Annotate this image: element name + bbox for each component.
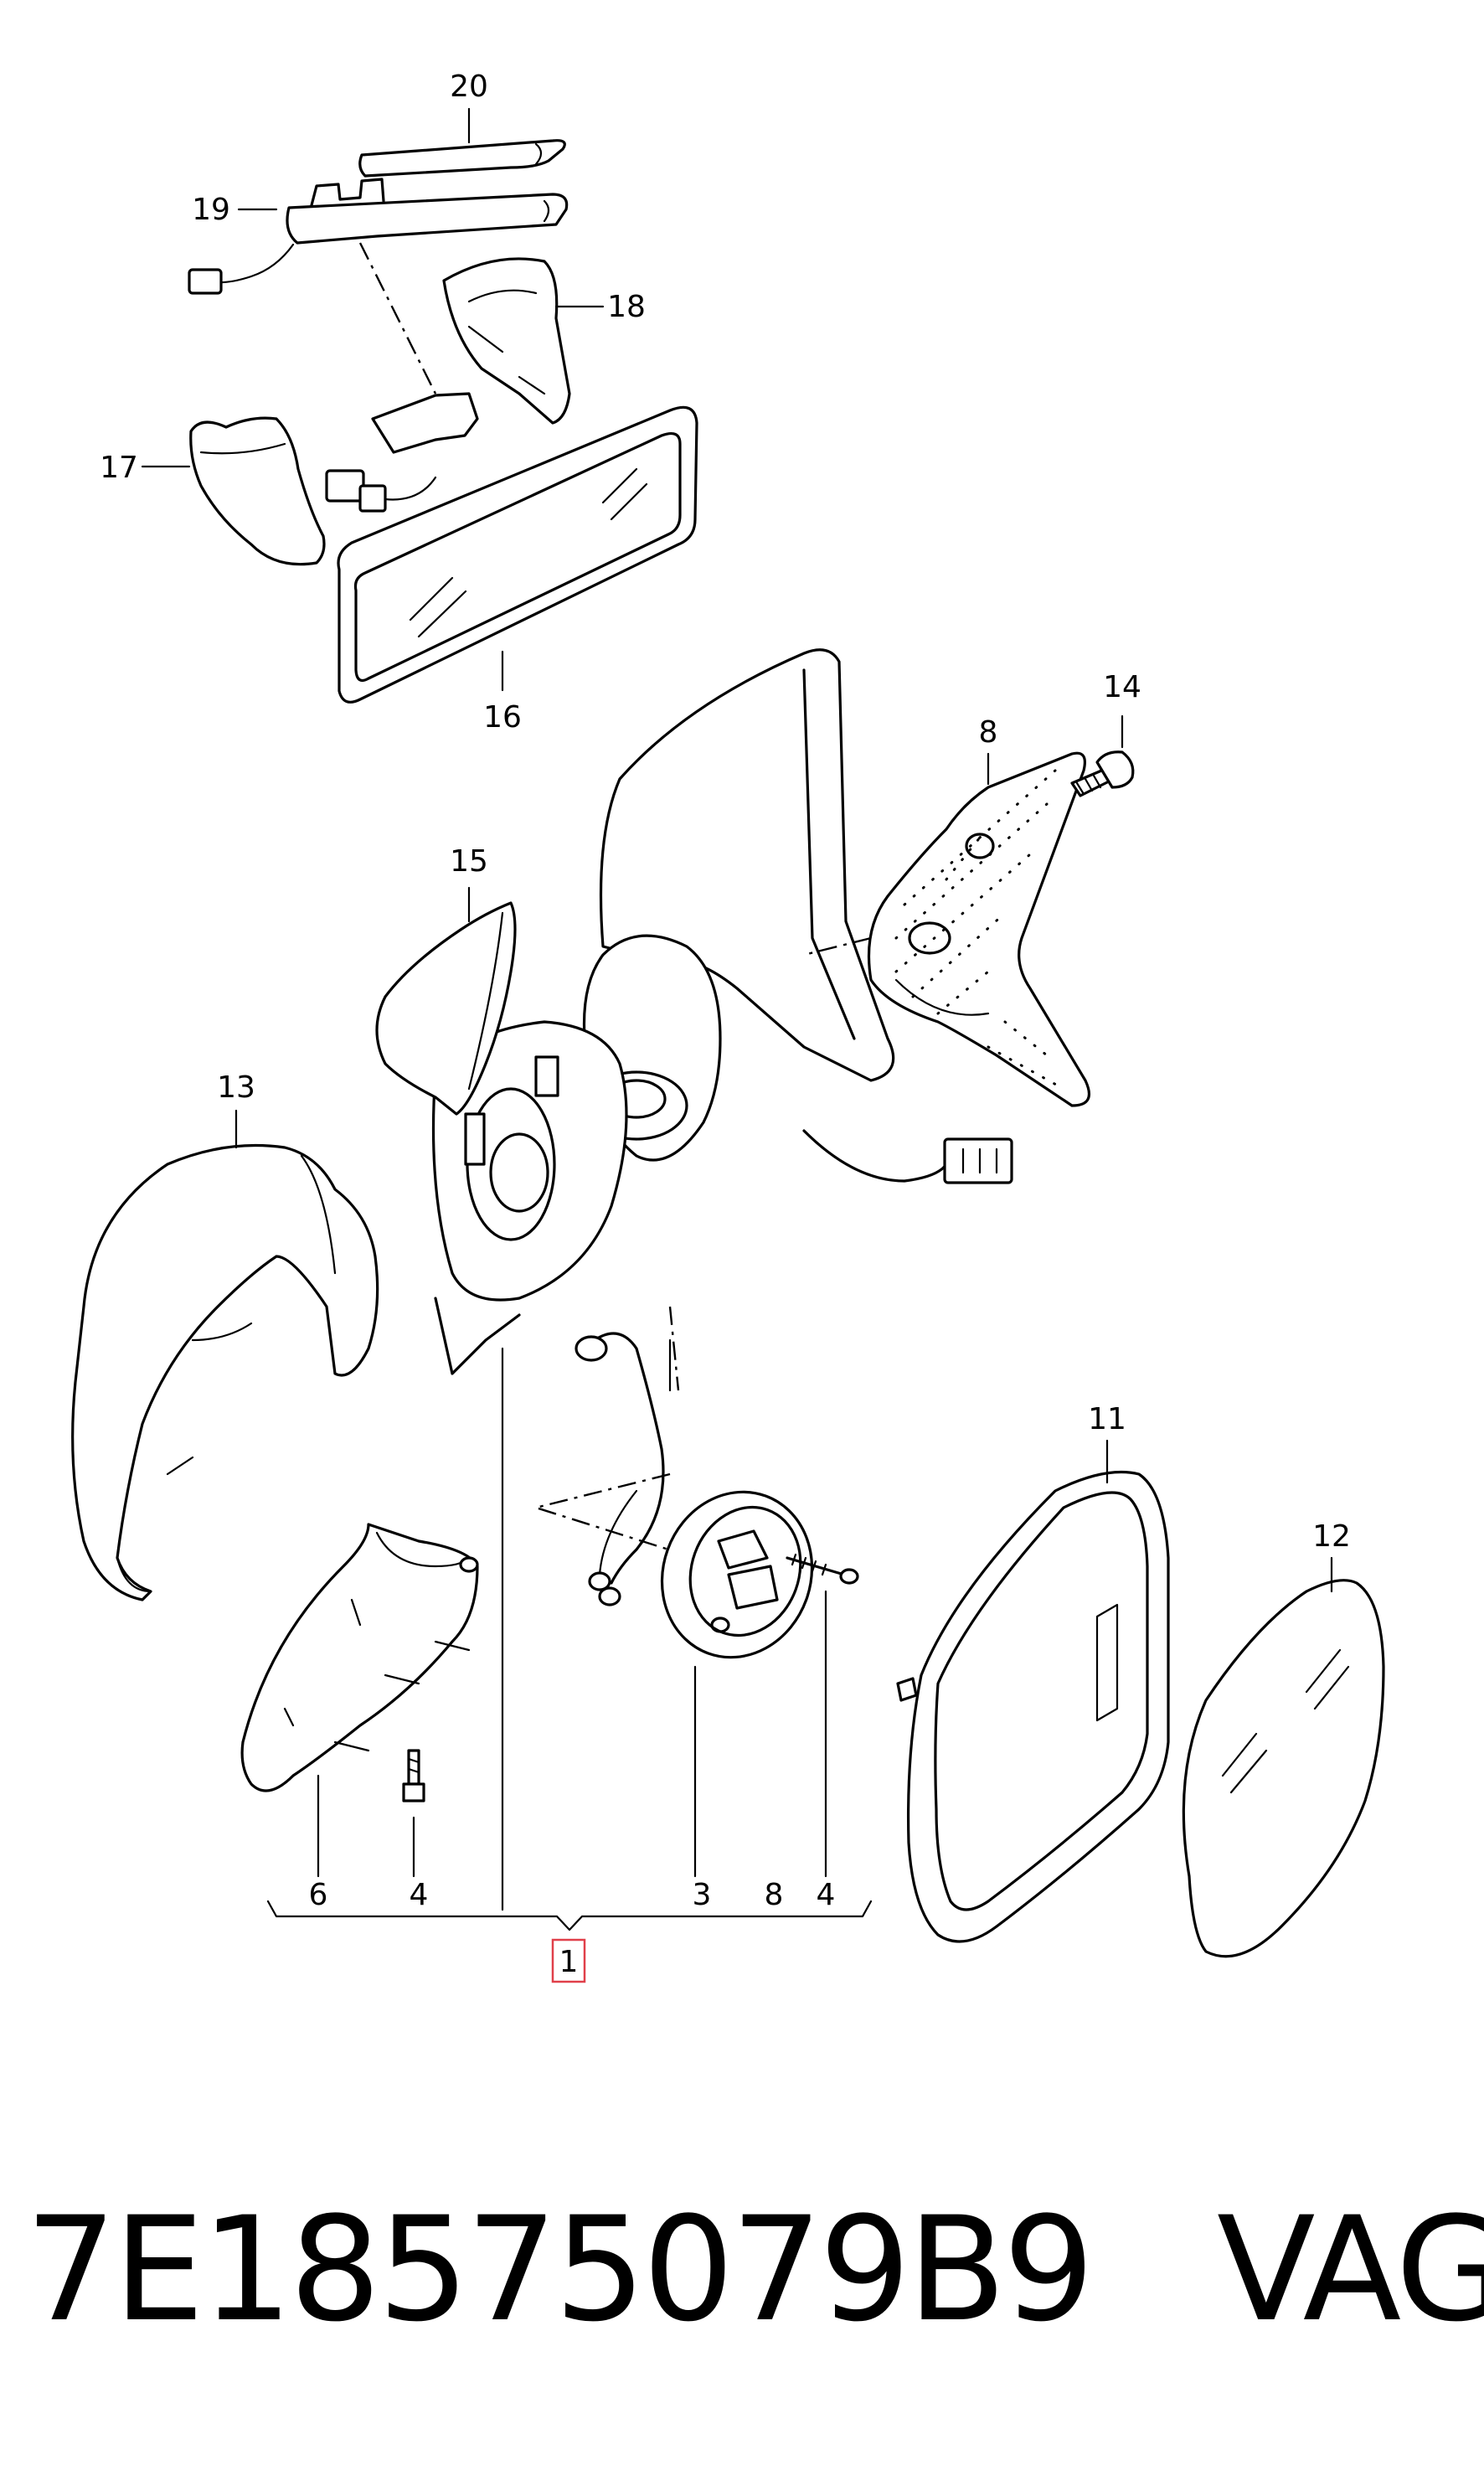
callout-13[interactable]: 13 xyxy=(217,1070,255,1105)
interior-mirror-part-16 xyxy=(337,405,698,704)
mirror-glass-part-12 xyxy=(1182,1579,1385,1958)
bolt-part-14 xyxy=(1070,750,1135,797)
cable-harness xyxy=(802,1129,1013,1184)
callout-17[interactable]: 17 xyxy=(100,451,138,485)
mirror-housing-cover-part-18 xyxy=(442,257,571,425)
callout-15[interactable]: 15 xyxy=(450,844,488,879)
outer-housing-part-13 xyxy=(71,1143,379,1601)
leader-lines xyxy=(141,107,1333,1931)
callout-14[interactable]: 14 xyxy=(1103,670,1141,704)
callout-19[interactable]: 19 xyxy=(192,193,230,227)
callout-labels: 20 19 18 17 16 14 8 15 13 11 12 6 4 3 8 … xyxy=(100,70,1351,1983)
lower-cover-part-6 xyxy=(240,1523,479,1792)
callout-16[interactable]: 16 xyxy=(483,700,522,735)
callout-4-right[interactable]: 4 xyxy=(817,1878,836,1912)
mounting-plate-part-8 xyxy=(867,751,1090,1107)
assembly-axis-interior xyxy=(358,242,437,395)
group-bracket xyxy=(266,1900,873,1931)
assembly-axis-exterior xyxy=(532,1306,696,1560)
mirror-glass-frame-part-11 xyxy=(896,1470,1170,1943)
cover-cap-part-15 xyxy=(375,901,517,1116)
callout-1-highlight-box xyxy=(551,1938,586,1983)
bracket-with-cable-part-19 xyxy=(188,178,569,295)
cover-strip-part-20 xyxy=(358,139,566,178)
part-number: 7E18575079B9 xyxy=(25,2185,1095,2354)
callout-1[interactable]: 1 xyxy=(559,1945,579,1979)
mirror-cover-part-17 xyxy=(189,392,479,566)
callout-11[interactable]: 11 xyxy=(1088,1402,1126,1436)
callout-12[interactable]: 12 xyxy=(1312,1519,1351,1554)
assembly-axis-plate xyxy=(803,936,872,957)
callout-8-bottom[interactable]: 8 xyxy=(765,1878,784,1912)
adjustment-motor-part-3 xyxy=(660,1490,814,1659)
brand-name: VAG xyxy=(1217,2185,1484,2354)
callout-18[interactable]: 18 xyxy=(607,290,646,324)
callout-3[interactable]: 3 xyxy=(693,1878,712,1912)
mirror-base-housing xyxy=(431,648,895,1375)
screw-part-4-right xyxy=(786,1553,859,1585)
exploded-parts-diagram: 20 19 18 17 16 14 8 15 13 11 12 6 4 3 8 … xyxy=(71,70,1385,1983)
callout-8-top[interactable]: 8 xyxy=(979,715,998,750)
screw-part-4-left xyxy=(402,1749,425,1802)
callout-20[interactable]: 20 xyxy=(450,70,488,104)
callout-6[interactable]: 6 xyxy=(309,1878,328,1912)
part-number-caption: 7E18575079B9 VAG xyxy=(25,2185,1484,2354)
callout-4-left[interactable]: 4 xyxy=(410,1878,429,1912)
glass-adjuster-cable xyxy=(575,1332,665,1606)
